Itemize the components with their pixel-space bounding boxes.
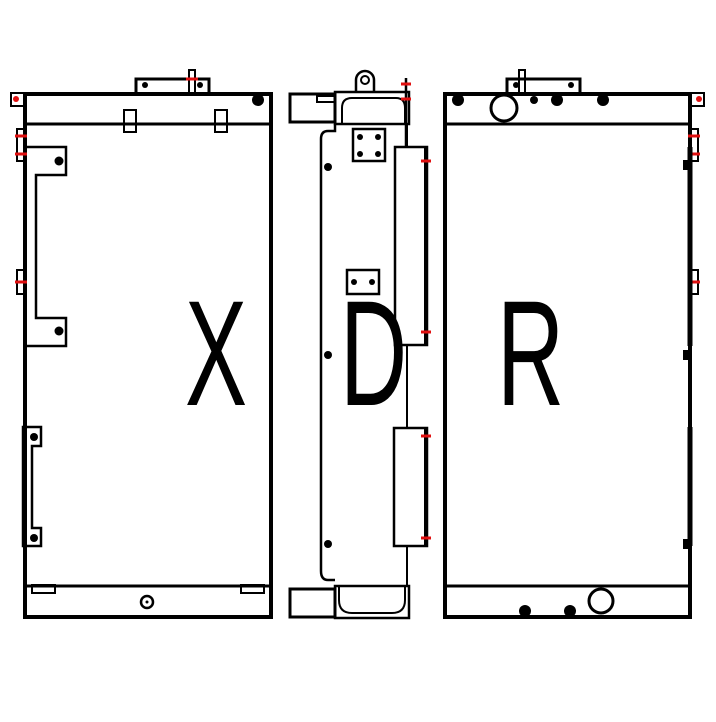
side-view-label: D xyxy=(340,269,408,437)
rear-view-label: R xyxy=(497,269,565,437)
front-view-label: X xyxy=(185,269,248,437)
rear-view xyxy=(443,69,705,619)
front-view xyxy=(10,69,273,619)
side-view xyxy=(288,69,431,620)
